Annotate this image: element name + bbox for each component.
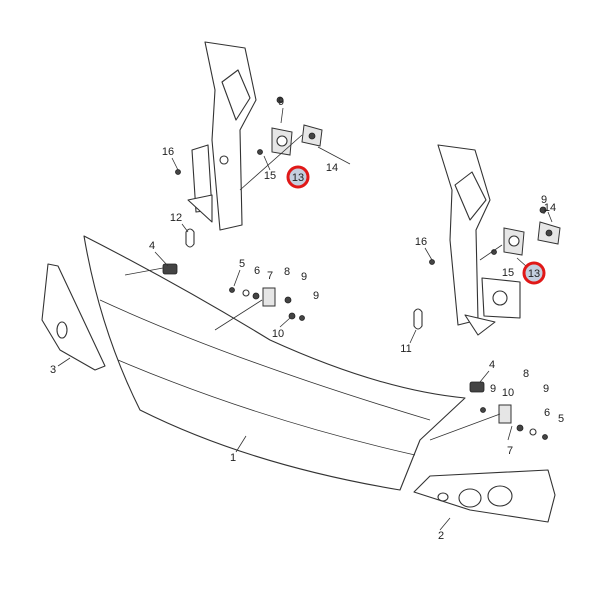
clip-12	[185, 228, 195, 248]
right-clip-13	[429, 206, 561, 265]
callout-9: 9	[301, 271, 307, 283]
callout-10: 10	[502, 387, 514, 399]
callout-7: 7	[507, 445, 513, 457]
callout-7: 7	[267, 270, 273, 282]
callout-9: 9	[278, 96, 284, 108]
hardware-right	[469, 381, 548, 440]
callout-5: 5	[558, 413, 564, 425]
callout-9: 9	[313, 290, 319, 302]
callout-3: 3	[50, 364, 56, 376]
callout-14: 14	[544, 202, 556, 214]
callouts: 9 16 15 13 14 12 4 5 6 7 8 9 9 10 3 1 9 …	[50, 96, 564, 542]
left-mounting-bracket	[187, 41, 257, 231]
hardware-left	[162, 263, 305, 321]
callout-4: 4	[489, 359, 495, 371]
callout-9: 9	[490, 383, 496, 395]
callout-11: 11	[400, 343, 411, 355]
callout-1: 1	[230, 452, 236, 464]
callout-9: 9	[543, 383, 549, 395]
callout-13-highlighted[interactable]: 13	[292, 172, 304, 184]
callout-12: 12	[170, 212, 182, 224]
callout-2: 2	[438, 530, 444, 542]
callout-10: 10	[272, 328, 284, 340]
callout-8: 8	[523, 368, 529, 380]
callout-15: 15	[502, 267, 514, 279]
left-end-piece-3	[41, 263, 106, 371]
callout-4: 4	[149, 240, 155, 252]
clip-11	[413, 308, 423, 330]
callout-8: 8	[284, 266, 290, 278]
callout-5: 5	[239, 258, 245, 270]
callout-6: 6	[544, 407, 550, 419]
callout-15: 15	[264, 170, 276, 182]
bumper-cover	[83, 235, 466, 491]
callout-16: 16	[162, 146, 174, 158]
leader-lines	[57, 107, 553, 531]
callout-13-highlighted[interactable]: 13	[528, 268, 540, 280]
right-mounting-bracket	[437, 144, 521, 336]
callout-6: 6	[254, 265, 260, 277]
callout-16: 16	[415, 236, 427, 248]
callout-14: 14	[326, 162, 338, 174]
lamp-panel-2	[413, 469, 556, 523]
callout-9: 9	[541, 194, 547, 206]
highlight-circle	[522, 261, 546, 285]
highlight-circle	[286, 165, 310, 189]
